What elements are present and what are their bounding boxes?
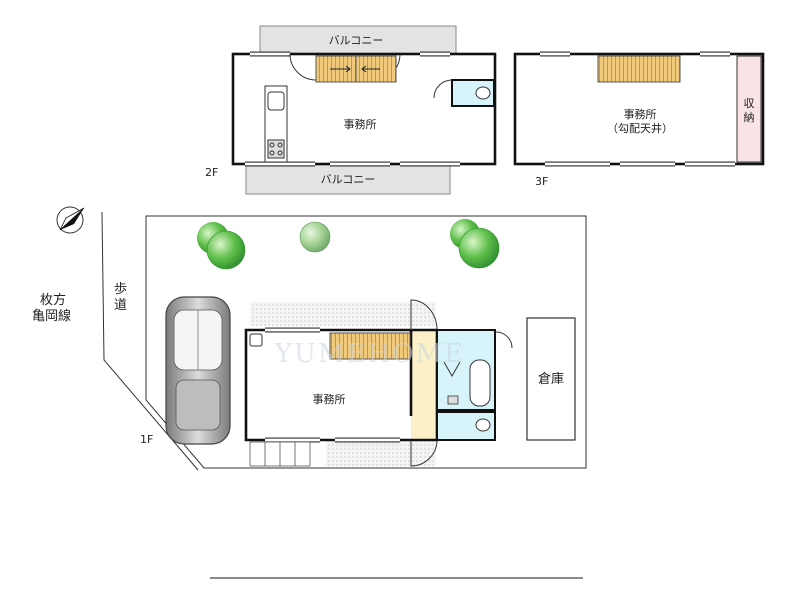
warehouse-label: 倉庫 <box>538 372 564 387</box>
porch-top <box>250 302 436 326</box>
washbasin-icon <box>443 361 461 378</box>
sidewalk-label-1: 歩 <box>114 282 127 297</box>
warehouse <box>526 317 576 441</box>
storage-label-2: 納 <box>744 111 755 124</box>
stairs-3f <box>597 55 681 83</box>
stairs-1f <box>329 332 411 360</box>
balcony-top <box>259 25 457 55</box>
sidewalk-edge <box>101 211 199 471</box>
balcony-bottom-label: バルコニー <box>321 173 376 186</box>
office-3f-note: （勾配天井） <box>607 121 673 135</box>
balcony-bottom <box>245 163 451 195</box>
sink-icon <box>267 91 285 111</box>
floor-1f-label: 1F <box>140 433 153 446</box>
car-icon <box>165 296 231 445</box>
toilet-1f-icon <box>475 418 491 432</box>
sink-1f-icon <box>249 333 263 347</box>
stove-icon <box>267 139 285 159</box>
tree-center <box>299 221 331 253</box>
bathtub-icon <box>469 359 491 407</box>
storage-label-1: 収 <box>744 97 755 110</box>
entry-steps <box>249 441 311 467</box>
tree-group-right <box>450 219 500 269</box>
office-2f-label: 事務所 <box>344 117 377 131</box>
site: 枚方 亀岡線 歩 道 <box>32 206 587 471</box>
office-3f-label: 事務所 <box>624 107 657 121</box>
porch-bottom <box>326 440 436 466</box>
floor-3f-label: 3F <box>535 175 548 188</box>
corridor <box>411 330 437 440</box>
sidewalk-label-2: 道 <box>114 298 127 313</box>
office-1f-label: 事務所 <box>313 392 346 406</box>
watermark: YUMEHOME <box>274 339 465 369</box>
tree-group-left <box>197 222 246 270</box>
road-label-1: 枚方 <box>40 292 66 308</box>
floor-2f-label: 2F <box>205 166 218 179</box>
storage-3f <box>736 55 762 163</box>
toilet-icon <box>475 86 491 100</box>
road-label-2: 亀岡線 <box>32 308 71 324</box>
floor-2f: バルコニー バルコニー 事務所 2F <box>205 25 497 195</box>
north-arrow-icon <box>56 206 85 234</box>
floor-3f: 事務所 （勾配天井） 収 納 3F <box>513 51 765 188</box>
balcony-top-label: バルコニー <box>329 34 384 47</box>
